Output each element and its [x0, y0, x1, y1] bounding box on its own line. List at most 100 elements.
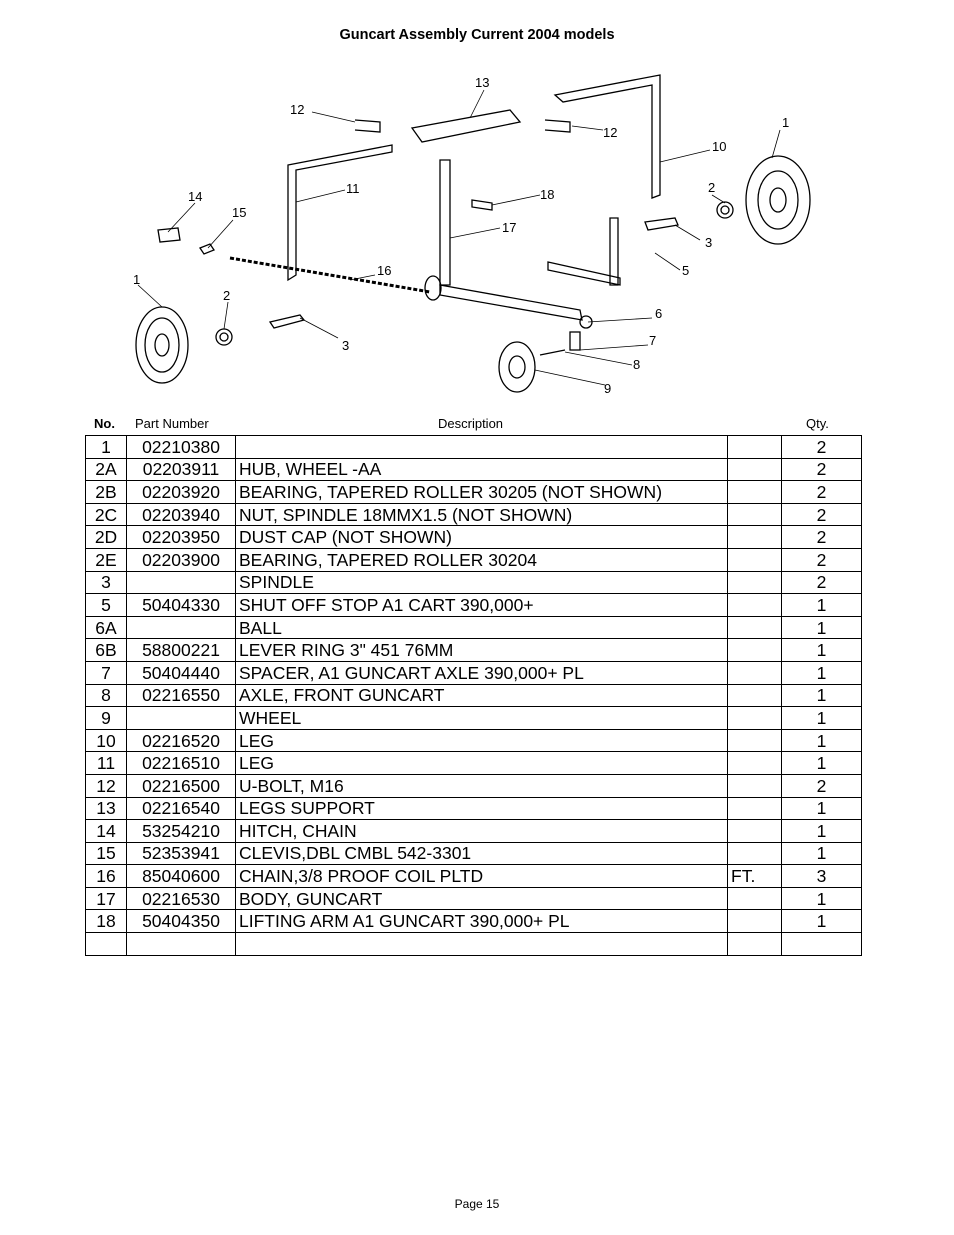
description-cell: BEARING, TAPERED ROLLER 30204 [235, 547, 728, 572]
quantity-cell: 1 [781, 886, 862, 911]
item-number-cell: 14 [85, 819, 127, 843]
unit-cell [727, 751, 782, 775]
unit-cell [727, 886, 782, 911]
left-hub [215, 328, 233, 346]
quantity-cell: 1 [781, 796, 862, 821]
callout-18: 18 [540, 187, 554, 202]
quantity-cell: 2 [781, 435, 862, 459]
part-number-cell: 50404350 [126, 909, 236, 934]
description-cell: LEGS SUPPORT [235, 796, 728, 821]
unit-cell [727, 502, 782, 527]
description-cell: LEG [235, 751, 728, 775]
body-guncart [439, 159, 451, 286]
callout-2a: 2 [708, 180, 715, 195]
description-cell: SPACER, A1 GUNCART AXLE 390,000+ PL [235, 660, 728, 685]
unit-cell [727, 841, 782, 866]
header-part-number: Part Number [135, 416, 209, 431]
quantity-cell: 2 [781, 570, 862, 595]
callout-6: 6 [655, 306, 662, 321]
callout-10: 10 [712, 139, 726, 154]
item-number-cell: 7 [85, 660, 127, 685]
callout-11: 11 [346, 181, 360, 196]
part-number-cell: 02203920 [126, 480, 236, 504]
item-number-cell: 8 [85, 683, 127, 708]
chain-hitch [157, 227, 181, 243]
quantity-cell [781, 932, 862, 956]
description-cell: HITCH, CHAIN [235, 819, 728, 843]
callout-labels: 13 12 12 10 1 11 14 15 18 2 17 3 16 1 5 … [133, 75, 789, 396]
description-cell: LIFTING ARM A1 GUNCART 390,000+ PL [235, 909, 728, 934]
quantity-cell: 2 [781, 480, 862, 504]
part-number-cell: 02203940 [126, 502, 236, 527]
unit-cell [727, 593, 782, 617]
item-number-cell: 6B [85, 638, 127, 662]
unit-cell [727, 435, 782, 459]
unit-cell [727, 660, 782, 685]
callout-1a: 1 [782, 115, 789, 130]
part-number-cell [126, 932, 236, 956]
description-cell: BALL [235, 615, 728, 640]
leader-lines [137, 89, 781, 386]
front-wheel [498, 341, 536, 393]
part-number-cell: 02203900 [126, 547, 236, 572]
unit-cell [727, 570, 782, 595]
item-number-cell: 2C [85, 502, 127, 527]
item-number-cell: 5 [85, 593, 127, 617]
item-number-cell: 3 [85, 570, 127, 595]
quantity-cell: 1 [781, 683, 862, 708]
callout-12a: 12 [290, 102, 304, 117]
unit-cell [727, 525, 782, 549]
callout-1b: 1 [133, 272, 140, 287]
callout-16: 16 [377, 263, 391, 278]
quantity-cell: 1 [781, 841, 862, 866]
quantity-cell: 2 [781, 525, 862, 549]
unit-cell [727, 457, 782, 482]
left-spindle [268, 314, 306, 329]
unit-cell [727, 480, 782, 504]
callout-3a: 3 [705, 235, 712, 250]
part-number-cell: 02216540 [126, 796, 236, 821]
quantity-cell: 3 [781, 864, 862, 888]
clevis [199, 243, 215, 255]
callout-15: 15 [232, 205, 246, 220]
description-cell: DUST CAP (NOT SHOWN) [235, 525, 728, 549]
unit-cell [727, 615, 782, 640]
description-cell: CLEVIS,DBL CMBL 542-3301 [235, 841, 728, 866]
callout-8: 8 [633, 357, 640, 372]
description-cell [235, 435, 728, 459]
unit-cell [727, 819, 782, 843]
table-header: No. Part Number Description Qty. [86, 416, 861, 434]
exploded-assembly-diagram: 13 12 12 10 1 11 14 15 18 2 17 3 16 1 5 … [100, 70, 840, 405]
right-hub [716, 201, 734, 219]
part-number-cell: 02203911 [126, 457, 236, 482]
description-cell: BEARING, TAPERED ROLLER 30205 (NOT SHOWN… [235, 480, 728, 504]
callout-14: 14 [188, 189, 202, 204]
quantity-cell: 2 [781, 547, 862, 572]
item-number-cell: 1 [85, 435, 127, 459]
unit-cell [727, 728, 782, 753]
right-wheel [745, 155, 811, 245]
callout-9: 9 [604, 381, 611, 396]
part-number-cell: 50404330 [126, 593, 236, 617]
part-number-cell: 53254210 [126, 819, 236, 843]
callout-3b: 3 [342, 338, 349, 353]
part-number-cell [126, 615, 236, 640]
item-number-cell: 9 [85, 706, 127, 730]
header-no: No. [94, 416, 115, 431]
